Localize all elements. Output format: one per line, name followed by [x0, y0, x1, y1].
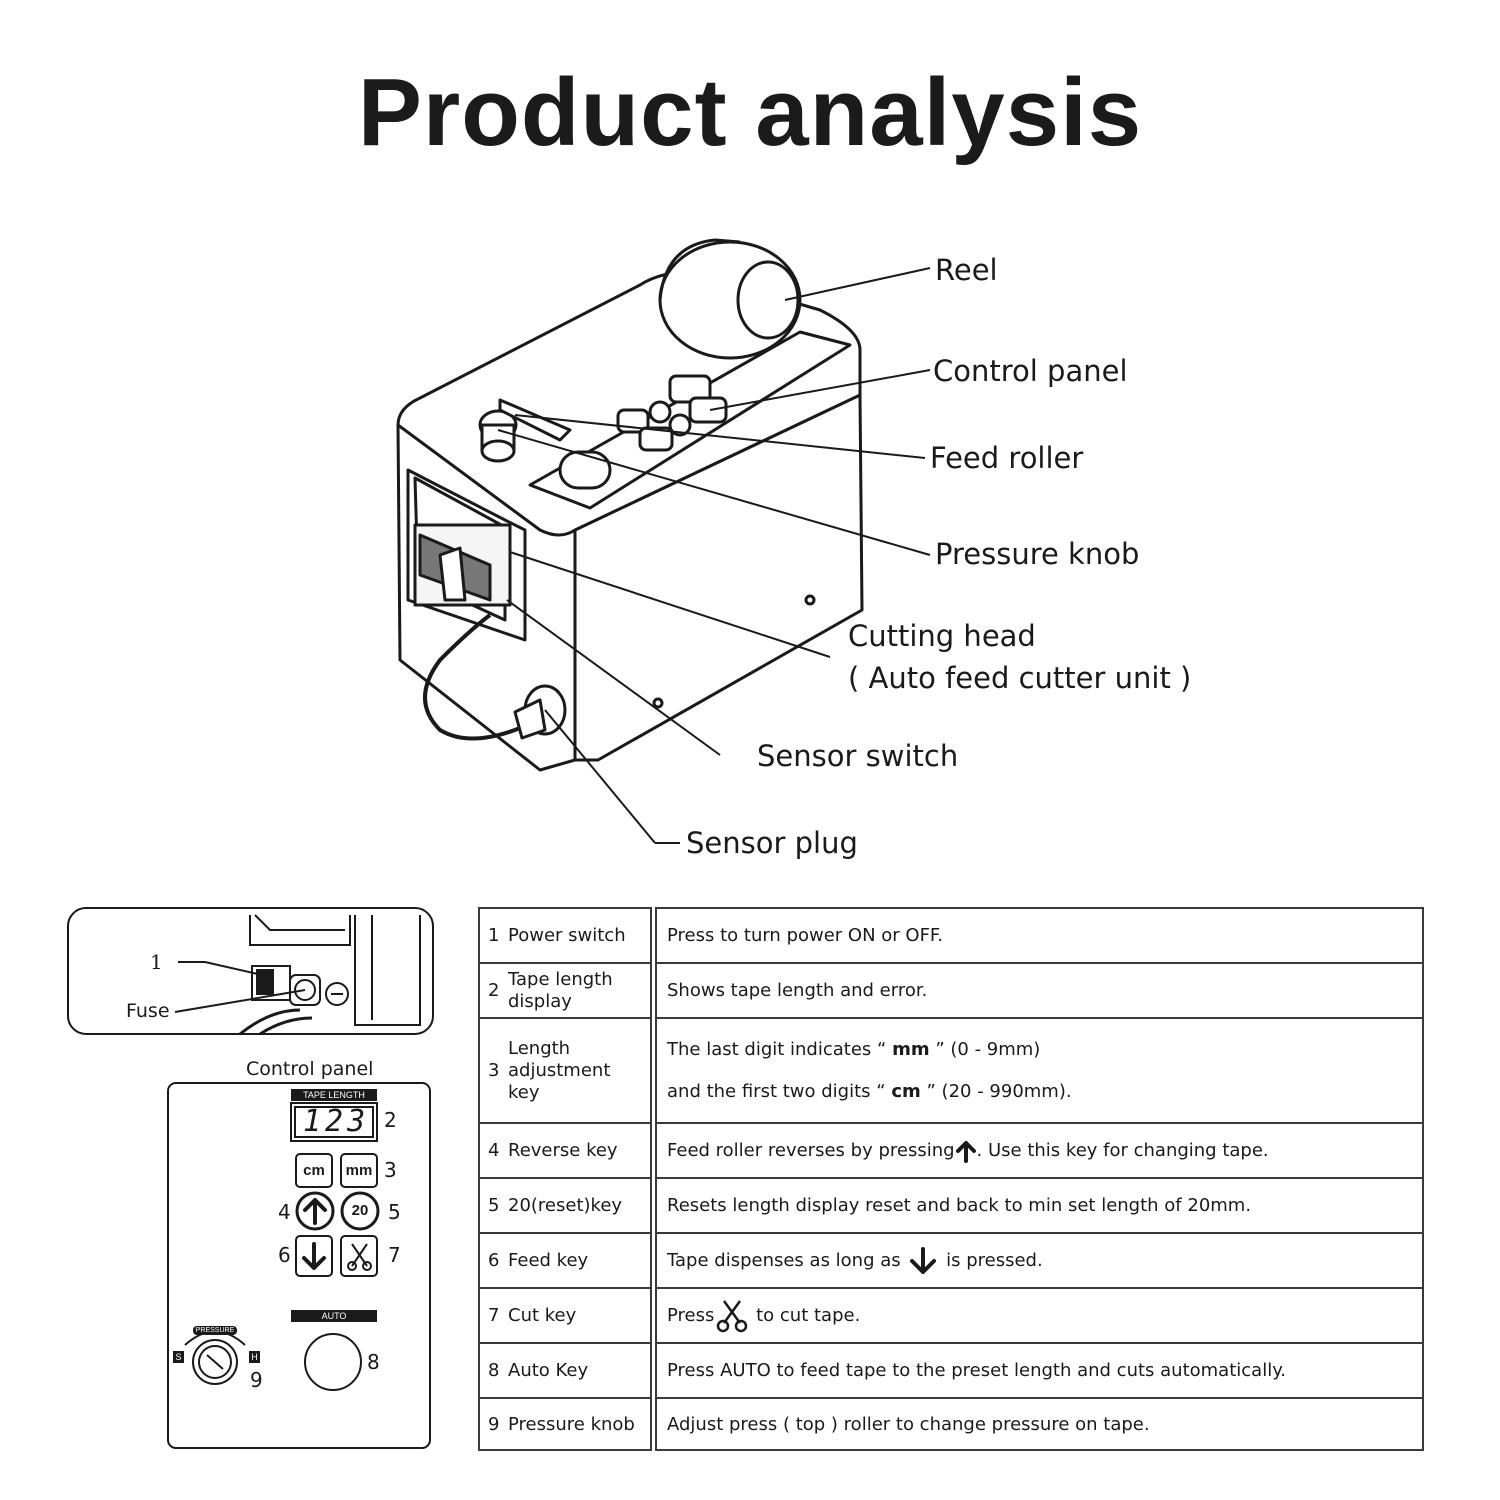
row-desc: Press AUTO to feed tape to the preset le…	[655, 1342, 1424, 1399]
label-feed-roller: Feed roller	[930, 441, 1084, 475]
scissors-icon	[347, 1243, 372, 1271]
row-name: Pressure knob	[508, 1413, 635, 1435]
table-row: 4 Reverse key Feed roller reverses by pre…	[478, 1122, 1424, 1179]
label-sensor-switch: Sensor switch	[757, 739, 959, 773]
row-number: 9	[488, 1413, 500, 1435]
panel-number-3: 3	[384, 1158, 397, 1182]
panel-number-4: 4	[278, 1200, 291, 1224]
up-arrow-icon	[955, 1140, 976, 1163]
table-row: 9 Pressure knob Adjust press ( top ) roll…	[478, 1397, 1424, 1451]
row-name: Tape length display	[508, 968, 613, 1012]
pressure-h: H	[249, 1351, 260, 1363]
pressure-s: S	[173, 1351, 184, 1363]
row-number: 2	[488, 980, 500, 1001]
label-cutting-head-sub: ( Auto feed cutter unit )	[848, 661, 1192, 695]
fuse-label: Fuse	[126, 1000, 170, 1022]
row-name: Power switch	[508, 925, 626, 947]
row-name: Length adjustment key	[508, 1037, 611, 1103]
table-row: 8 Auto Key Press AUTO to feed tape to the…	[478, 1342, 1424, 1399]
row-name: Cut key	[508, 1305, 577, 1327]
row-desc: Press to cut tape.	[655, 1287, 1424, 1344]
cm-key[interactable]: cm	[303, 1162, 325, 1179]
panel-number-8: 8	[367, 1350, 380, 1374]
row-name: 20(reset)key	[508, 1195, 623, 1217]
label-sensor-plug: Sensor plug	[686, 826, 858, 860]
table-row: 2 Tape length display Shows tape length a…	[478, 962, 1424, 1019]
auto-tag: AUTO	[291, 1310, 377, 1322]
table-row: 7 Cut key Press to cut tape.	[478, 1287, 1424, 1344]
row-desc: Feed roller reverses by pressing. Use th…	[655, 1122, 1424, 1179]
row-number: 8	[488, 1360, 500, 1382]
row-number: 4	[488, 1140, 500, 1162]
label-cutting-head: Cutting head	[848, 619, 1036, 653]
row-desc: Resets length display reset and back to …	[655, 1177, 1424, 1234]
up-arrow-icon	[303, 1198, 327, 1225]
row-desc: Press to turn power ON or OFF.	[655, 907, 1424, 964]
row-number: 3	[488, 1060, 500, 1081]
control-panel-label: Control panel	[246, 1058, 374, 1080]
panel-number-9: 9	[250, 1368, 263, 1392]
table-row: 1 Power switch Press to turn power ON or …	[478, 907, 1424, 964]
panel-number-6: 6	[278, 1243, 291, 1267]
down-arrow-icon	[910, 1246, 937, 1274]
function-table: 1 Power switch Press to turn power ON or …	[478, 907, 1424, 1451]
down-arrow-icon	[302, 1242, 326, 1270]
tape-length-display: 123	[303, 1104, 370, 1139]
table-row: 5 20(reset)key Resets length display rese…	[478, 1177, 1424, 1234]
row-number: 6	[488, 1250, 500, 1272]
table-row: 3 Length adjustment key The last digit in…	[478, 1017, 1424, 1124]
panel-number-2: 2	[384, 1108, 397, 1132]
row-desc: Shows tape length and error.	[655, 962, 1424, 1019]
scissors-icon	[717, 1299, 748, 1332]
page-title: Product analysis	[357, 59, 1143, 166]
mm-key[interactable]: mm	[345, 1162, 373, 1179]
panel-number-7: 7	[388, 1243, 401, 1267]
label-pressure-knob: Pressure knob	[935, 537, 1140, 571]
pressure-tag: PRESSURE	[193, 1326, 237, 1335]
row-desc-line-1: The last digit indicates “ mm ” (0 - 9mm…	[667, 1038, 1041, 1060]
row-desc: Tape dispenses as long as is pressed.	[655, 1232, 1424, 1289]
row-name: Feed key	[508, 1250, 589, 1272]
row-name: Auto Key	[508, 1360, 589, 1382]
row-number: 1	[488, 925, 500, 947]
row-number: 5	[488, 1195, 500, 1217]
inset-number-1: 1	[150, 950, 163, 974]
label-control-panel: Control panel	[933, 354, 1128, 388]
tape-length-tag: TAPE LENGTH	[291, 1089, 377, 1101]
machine-illustration	[396, 238, 931, 844]
reset-20-key[interactable]: 20	[351, 1202, 369, 1219]
row-name: Reverse key	[508, 1140, 618, 1162]
row-desc: Adjust press ( top ) roller to change pr…	[655, 1397, 1424, 1451]
row-number: 7	[488, 1305, 500, 1327]
panel-number-5: 5	[388, 1200, 401, 1224]
row-desc-line-2: and the first two digits “ cm ” (20 - 99…	[667, 1080, 1072, 1102]
knob-icon	[206, 1354, 224, 1370]
table-row: 6 Feed key Tape dispenses as long as is p…	[478, 1232, 1424, 1289]
label-reel: Reel	[935, 253, 998, 287]
